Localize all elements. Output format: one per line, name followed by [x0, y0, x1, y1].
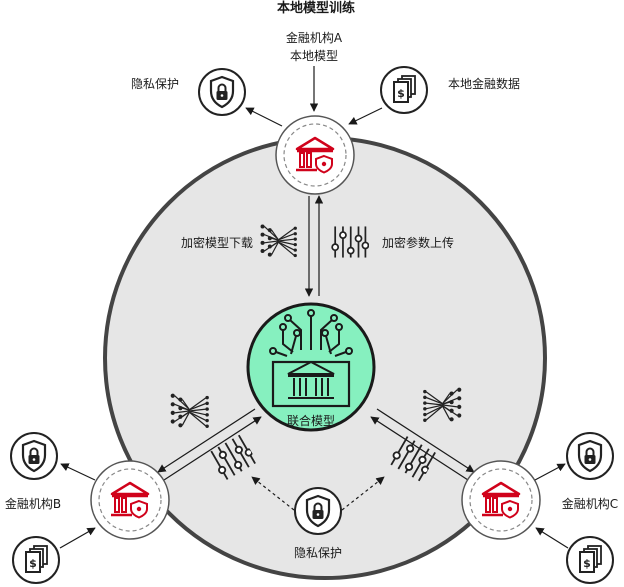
shield-lock-icon-c — [566, 432, 614, 480]
node-a-name: 金融机构A — [286, 30, 343, 45]
arrow-center-to-b — [157, 408, 256, 473]
dotted-arrow-privacy-to-c — [341, 476, 385, 511]
arrow-node-a-to-privacy — [245, 107, 283, 127]
arrow-center-to-c — [376, 408, 475, 473]
shield-lock-icon-b — [10, 432, 58, 480]
node-a-model-label: 本地模型 — [290, 49, 338, 63]
node-b-label: 金融机构B — [5, 496, 61, 511]
privacy-label-bottom: 隐私保护 — [294, 546, 342, 560]
money-docs-icon-c — [566, 536, 614, 584]
arrow-b-to-center — [163, 416, 262, 481]
arrow-data-to-b — [59, 527, 96, 549]
privacy-label-top: 隐私保护 — [131, 77, 179, 91]
money-docs-icon — [380, 66, 428, 114]
bank-node-a-icon — [275, 115, 355, 195]
bank-node-c-icon — [461, 460, 541, 540]
center-label: 联合模型 — [287, 413, 335, 428]
money-docs-icon-b — [12, 536, 60, 584]
dotted-arrow-privacy-to-b — [251, 476, 295, 511]
node-c-label: 金融机构C — [562, 496, 618, 511]
arrow-data-to-node-a — [348, 107, 383, 125]
arrow-c-to-privacy — [534, 463, 566, 481]
bank-node-b-icon — [90, 460, 170, 540]
diagram-title: 本地模型训练 — [277, 0, 355, 16]
download-label: 加密模型下载 — [181, 235, 253, 250]
local-data-label: 本地金融数据 — [448, 76, 520, 91]
arrow-data-to-c — [535, 527, 569, 549]
shield-lock-icon-bottom — [294, 487, 342, 535]
upload-label: 加密参数上传 — [382, 235, 454, 250]
arrow-b-to-privacy — [60, 463, 96, 481]
joint-model-node — [246, 302, 376, 432]
shield-lock-icon — [198, 68, 246, 116]
